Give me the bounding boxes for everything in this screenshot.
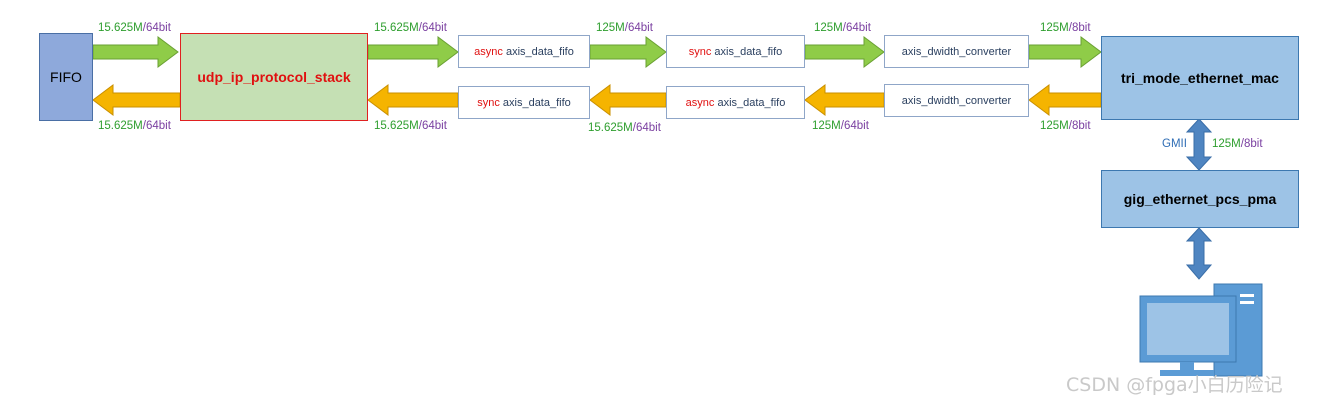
rate-label: 125M/8bit [1040,120,1091,132]
fifo-core-label: axis_data_fifo [714,45,783,58]
rx-arrow-mac-to-dwidth [1028,84,1102,116]
rx-dwidth-converter-block: axis_dwidth_converter [884,84,1029,117]
tx-arrow-fifo-to-stack [92,36,179,68]
rate-label: 15.625M/64bit [374,22,447,34]
udp-ip-protocol-stack-block: udp_ip_protocol_stack [180,33,368,121]
watermark: CSDN @fpga小白历险记 [1066,374,1283,396]
pcs-to-pc-link-arrow [1185,227,1213,280]
tx-arrow-dwidth-to-mac [1028,36,1102,68]
sync-keyword: sync [688,45,712,58]
rx-arrow-sync-fifo-to-stack [367,84,459,116]
tri-mode-ethernet-mac-block: tri_mode_ethernet_mac [1101,36,1299,120]
tx-sync-fifo-block: sync axis_data_fifo [666,35,805,68]
stack-label: udp_ip_protocol_stack [197,69,351,85]
rate-label: 125M/64bit [814,22,871,34]
rate-label: 125M/8bit [1040,22,1091,34]
tx-async-fifo-block: async axis_data_fifo [458,35,590,68]
fifo-label: FIFO [50,69,82,85]
tx-arrow-stack-to-async-fifo [367,36,459,68]
tx-arrow-sync-fifo-to-dwidth [804,36,885,68]
dwidth-converter-label: axis_dwidth_converter [901,94,1012,107]
gig-ethernet-pcs-pma-block: gig_ethernet_pcs_pma [1101,170,1299,228]
fifo-core-label: axis_data_fifo [502,96,571,109]
rx-arrow-dwidth-to-async-fifo [804,84,885,116]
computer-icon [1139,283,1263,377]
async-keyword: async [685,96,715,109]
tx-arrow-async-to-sync-fifo [589,36,667,68]
rate-label: 15.625M/64bit [98,22,171,34]
tx-dwidth-converter-block: axis_dwidth_converter [884,35,1029,68]
fifo-core-label: axis_data_fifo [505,45,574,58]
async-keyword: async [474,45,503,58]
dwidth-converter-label: axis_dwidth_converter [901,45,1012,58]
rate-label: 125M/64bit [596,22,653,34]
rx-sync-fifo-block: sync axis_data_fifo [458,86,590,119]
rate-label: 125M/8bit [1212,138,1263,150]
gmii-link-arrow [1185,118,1213,171]
rate-label: 15.625M/64bit [374,120,447,132]
gmii-label: GMII [1162,138,1187,150]
rx-arrow-async-to-sync-fifo [589,84,667,116]
rx-arrow-stack-to-fifo [92,84,181,116]
rate-label: 125M/64bit [812,120,869,132]
mac-label: tri_mode_ethernet_mac [1121,70,1279,86]
rate-label: 15.625M/64bit [98,120,171,132]
sync-keyword: sync [477,96,500,109]
rate-label: 15.625M/64bit [588,122,661,134]
fifo-core-label: axis_data_fifo [717,96,786,109]
pcs-label: gig_ethernet_pcs_pma [1123,191,1277,207]
rx-async-fifo-block: async axis_data_fifo [666,86,805,119]
fifo-block: FIFO [39,33,93,121]
